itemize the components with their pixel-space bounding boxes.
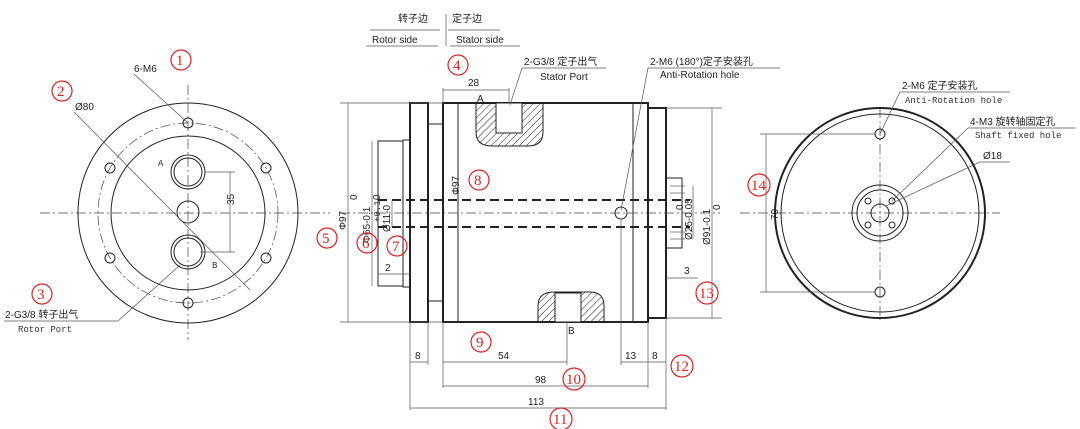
dia-11-tol: +0.1 [373, 200, 383, 222]
dim-113: 113 [528, 397, 544, 408]
callout-11: 11 [549, 407, 573, 429]
bolt-hole [104, 162, 116, 174]
stator-body [442, 102, 649, 323]
svg-text:4: 4 [453, 58, 461, 74]
svg-text:2: 2 [57, 84, 65, 100]
bolt-hole [182, 117, 194, 129]
callout-9: 9 [470, 331, 492, 353]
callout-12: 12 [670, 354, 694, 378]
callout-2: 2 [51, 80, 73, 102]
callout-4: 4 [447, 54, 469, 76]
bolt-hole [104, 252, 116, 264]
left-outer-flange [77, 102, 299, 324]
rotor-side-cn: 转子边 [398, 12, 428, 25]
mid-port-a-label: A [477, 94, 484, 105]
left-inner-body [110, 135, 266, 291]
dia-97-inner: Φ97 [451, 175, 462, 195]
shaft-screw [864, 221, 872, 229]
rotor-port-en: Rotor Port [18, 325, 72, 335]
bolt-label: 6-M6 [134, 64, 157, 75]
callout-1: 1 [170, 49, 192, 71]
anti-rotation-hole [614, 206, 628, 220]
shaft-bore [870, 203, 890, 223]
dia-97-tol: 0 [349, 194, 360, 200]
dia-91: Ø91-0.1 [702, 208, 713, 245]
left-end-view: 35 A B 6-M6 Ø80 2-G3/8 转子出气 Rotor Port [4, 64, 330, 340]
callout-7: 7 [386, 235, 408, 257]
svg-text:7: 7 [392, 239, 400, 255]
dia-65-tol: 0 [372, 194, 383, 200]
dim-70: 70 [770, 208, 781, 220]
svg-text:6: 6 [362, 236, 370, 252]
svg-text:3: 3 [37, 287, 45, 303]
dim-13: 13 [625, 351, 637, 362]
shaft-fixed-en: Shaft fixed hole [975, 131, 1061, 141]
svg-text:11: 11 [553, 412, 567, 428]
callout-5: 5 [316, 227, 338, 249]
left-port-a-label: A [158, 159, 164, 169]
svg-text:9: 9 [476, 335, 484, 351]
callouts: 1 2 3 4 5 6 7 8 9 10 11 12 13 14 [31, 49, 771, 429]
anti-rotation-en: Anti-Rotation hole [660, 70, 740, 81]
callout-6: 6 [356, 232, 378, 254]
dia-91-tol: 0 [712, 204, 723, 210]
mount-hole-en: Anti-Rotation hole [905, 96, 1002, 106]
shaft-end-marks [670, 185, 685, 240]
dim-35: 35 [226, 193, 237, 205]
dia-97: Φ97 [338, 210, 349, 230]
callout-3: 3 [31, 283, 53, 305]
callout-8: 8 [468, 169, 490, 191]
shaft-fixed-cn: 4-M3 旋转轴固定孔 [970, 115, 1056, 128]
mount-hole-cn: 2-M6 定子安装孔 [902, 79, 978, 92]
bolt-hole [260, 252, 272, 264]
callout-10: 10 [562, 367, 586, 391]
right-outer-rim [774, 107, 986, 319]
shaft-screw [888, 197, 896, 205]
svg-text:13: 13 [699, 286, 714, 302]
dia-18: Ø18 [983, 151, 1002, 162]
dim-3: 3 [684, 266, 690, 277]
bolt-hole [260, 162, 272, 174]
dim-2: 2 [385, 263, 391, 274]
callout-14: 14 [747, 173, 771, 197]
anti-rotation-cn: 2-M6 (180°)定子安装孔 [650, 55, 753, 68]
center-bore [176, 200, 200, 224]
side-section-view: Φ97 0 Φ65-0.1 0 Ø11-0 +0.1 Φ97 Ø25-0.05 … [338, 55, 780, 410]
rotor-port-cn: 2-G3/8 转子出气 [5, 308, 78, 321]
dim-8-left: 8 [415, 351, 421, 362]
shaft-screw [864, 197, 872, 205]
diameter-80-label: Ø80 [75, 102, 94, 113]
rotor-flange [409, 102, 429, 323]
stator-side-en: Stator side [456, 35, 504, 46]
dia-11: Ø11-0 [382, 205, 393, 232]
dia-25-tol: 0 [675, 204, 686, 210]
dim-98: 98 [535, 375, 547, 386]
svg-text:1: 1 [176, 53, 184, 69]
callout-13: 13 [695, 281, 719, 305]
bolt-hole [182, 297, 194, 309]
svg-text:5: 5 [322, 231, 330, 247]
left-port-b-label: B [212, 261, 218, 271]
svg-text:8: 8 [474, 173, 482, 189]
mid-port-b-label: B [568, 326, 575, 337]
stator-port-cn: 2-G3/8 定子出气 [524, 55, 597, 68]
dim-54: 54 [498, 351, 510, 362]
shaft-screw [888, 221, 896, 229]
header-side-labels: 转子边 Rotor side 定子边 Stator side [366, 12, 520, 47]
dim-8-right: 8 [652, 351, 658, 362]
dim-28: 28 [468, 78, 480, 89]
stator-side-cn: 定子边 [452, 12, 482, 25]
shaft-hub [851, 184, 909, 242]
right-end-view: 70 2-M6 定子安装孔 Anti-Rotation hole 4-M3 旋转… [740, 79, 1076, 320]
svg-text:10: 10 [566, 372, 581, 388]
svg-text:12: 12 [674, 359, 689, 375]
stator-port-en: Stator Port [540, 72, 588, 83]
rotor-side-en: Rotor side [372, 35, 418, 46]
dia-25: Ø25-0.05 [684, 198, 695, 240]
svg-text:14: 14 [751, 178, 767, 194]
dia-65: Φ65-0.1 [362, 206, 373, 243]
